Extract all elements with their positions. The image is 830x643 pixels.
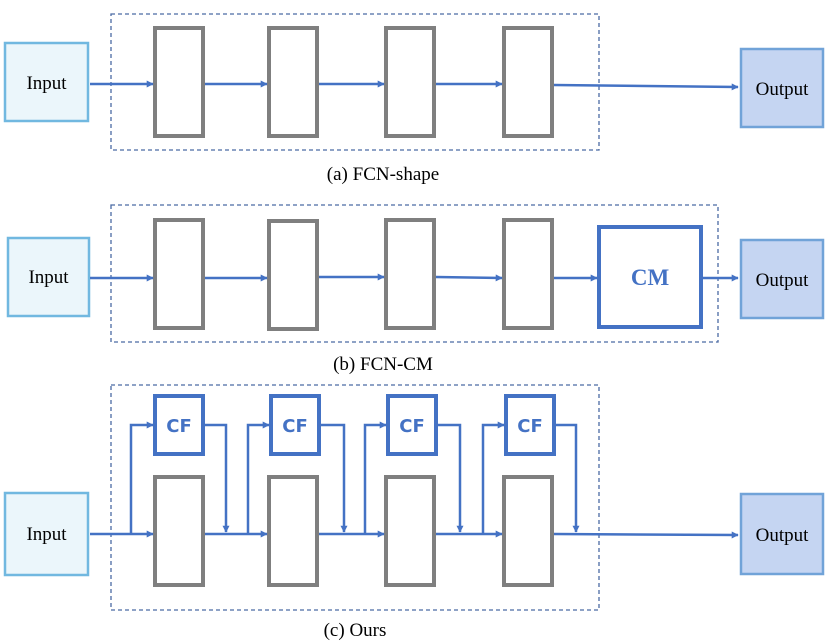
- caption-a: (a) FCN-shape: [327, 164, 439, 185]
- caption-b: (b) FCN-CM: [333, 354, 433, 375]
- input-box-c: [3, 491, 90, 577]
- branch-out-4: [556, 423, 580, 533]
- branch-out-3: [438, 423, 464, 533]
- arrow-a-5: [553, 83, 739, 91]
- input-label-a: Input: [26, 73, 67, 94]
- cf-module-4: [504, 394, 556, 456]
- layer-a-1: [153, 26, 205, 138]
- dashed-frame-b: [110, 204, 719, 343]
- cf-label-1: CF: [166, 416, 192, 437]
- branch-in-1: [129, 421, 154, 534]
- layer-c-3: [384, 475, 436, 587]
- branch-in-2: [246, 421, 270, 534]
- layer-b-2: [267, 219, 319, 331]
- output-box-a: [739, 47, 825, 129]
- input-box-b: [6, 236, 91, 318]
- cf-module-2: [269, 394, 321, 456]
- input-box-a: [3, 41, 90, 123]
- layer-c-2: [267, 475, 319, 587]
- layer-a-4: [502, 26, 554, 138]
- cf-label-4: CF: [517, 416, 543, 437]
- cf-label-2: CF: [282, 416, 308, 437]
- layer-b-1: [153, 218, 205, 330]
- output-label-c: Output: [756, 525, 810, 546]
- input-label-b: Input: [28, 267, 69, 288]
- dashed-frame-a: [110, 13, 600, 151]
- input-label-c: Input: [26, 524, 67, 545]
- branch-in-3: [363, 421, 387, 534]
- layer-c-4: [502, 475, 554, 587]
- layer-a-3: [384, 26, 436, 138]
- layer-c-1: [153, 475, 205, 587]
- cm-module: [597, 225, 703, 329]
- branch-out-1: [205, 423, 230, 533]
- cf-module-3: [386, 394, 438, 456]
- layer-a-2: [267, 26, 319, 138]
- arrow-c-main-5: [553, 531, 739, 539]
- output-label-b: Output: [756, 270, 810, 291]
- layer-b-3: [384, 218, 436, 330]
- panel-a: Input Output (a) FCN-shape: [3, 13, 825, 185]
- arrow-b-4: [435, 274, 503, 282]
- output-box-c: [739, 492, 825, 576]
- cf-label-3: CF: [399, 416, 425, 437]
- cm-label: CM: [631, 265, 670, 290]
- branch-in-4: [481, 421, 505, 534]
- panel-b: Input CM Output (b) FCN-CM: [6, 204, 825, 375]
- caption-c: (c) Ours: [324, 620, 387, 641]
- cf-module-1: [153, 394, 205, 456]
- output-label-a: Output: [756, 79, 810, 100]
- panel-c: Input CF CF CF CF Output (c) Ours: [3, 384, 825, 641]
- branch-out-2: [321, 423, 348, 533]
- layer-b-4: [502, 218, 554, 330]
- output-box-b: [739, 238, 825, 320]
